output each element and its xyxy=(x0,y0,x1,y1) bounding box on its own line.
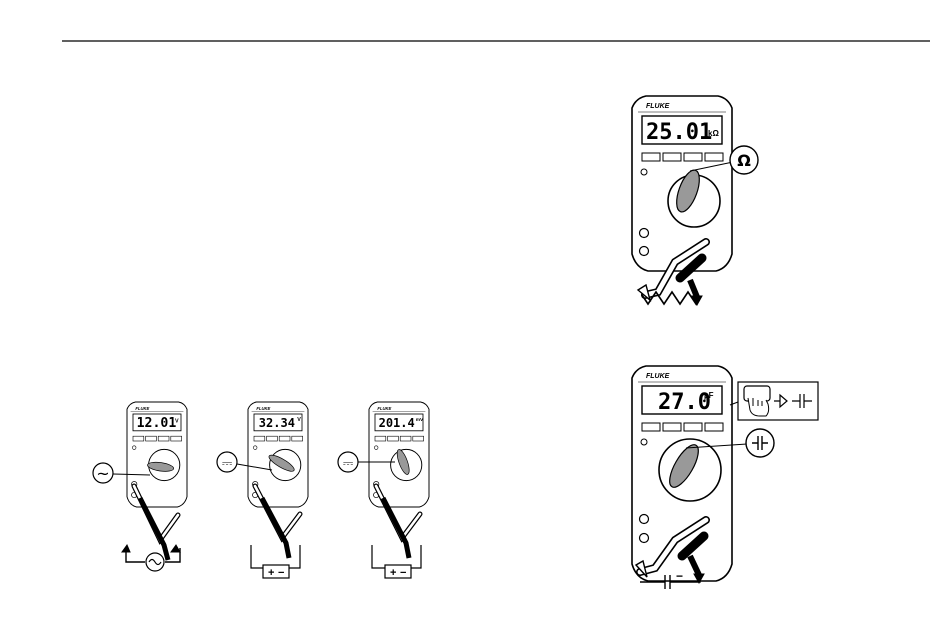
lcd-unit: V xyxy=(297,417,301,423)
meter-capacitance: FLUKE 27.0 µF xyxy=(632,366,732,581)
meter-brand: FLUKE xyxy=(646,373,670,380)
lcd-unit: kΩ xyxy=(708,129,719,138)
lcd-reading: 25.01 xyxy=(646,120,712,145)
meter-brand: FLUKE xyxy=(256,406,270,411)
dc-mv-symbol: ⎓ xyxy=(343,456,353,471)
battery-symbol xyxy=(385,565,411,578)
lcd-unit: mV xyxy=(416,417,424,423)
lcd-unit: µF xyxy=(704,391,714,400)
lcd-reading: 12.01 xyxy=(137,416,177,431)
battery-symbol xyxy=(263,565,289,578)
battery-minus: − xyxy=(278,567,284,579)
lcd-reading: 201.4 xyxy=(379,416,415,430)
ohm-symbol: Ω xyxy=(737,151,751,170)
battery-minus: − xyxy=(400,567,406,579)
lcd-unit: V xyxy=(175,418,179,424)
battery-plus: + xyxy=(390,567,396,579)
key-press-callout xyxy=(730,382,818,420)
capacitor-minus: − xyxy=(676,569,683,583)
dc-symbol: ⎓ xyxy=(222,456,232,471)
meter-brand: FLUKE xyxy=(646,103,670,110)
ac-symbol: ~ xyxy=(96,464,109,483)
meter-brand: FLUKE xyxy=(377,406,391,411)
lcd-reading: 32.34 xyxy=(259,416,295,430)
battery-plus: + xyxy=(268,567,274,579)
meter-resistance: FLUKE 25.01 kΩ xyxy=(632,96,732,271)
meter-brand: FLUKE xyxy=(135,406,149,411)
